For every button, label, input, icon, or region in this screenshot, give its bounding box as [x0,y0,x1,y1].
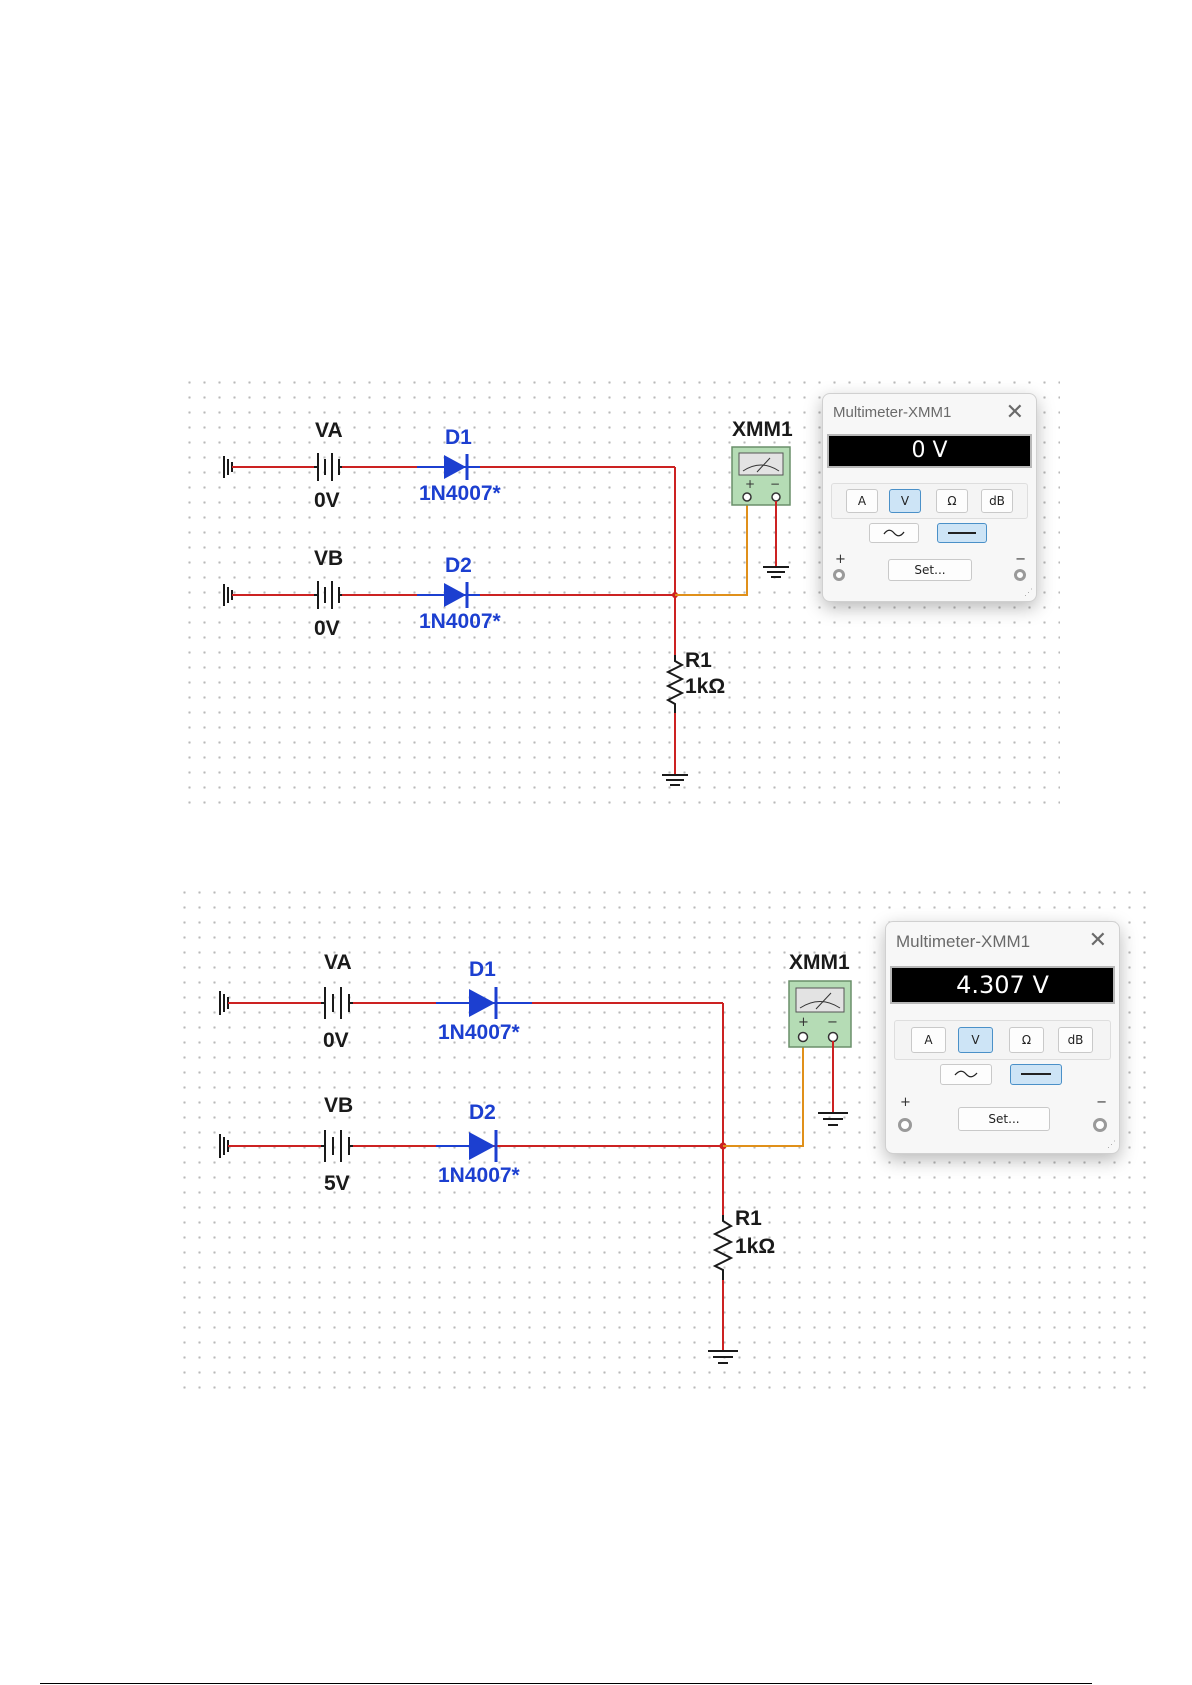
diode-d2[interactable] [417,582,480,608]
ground-bottom [708,1351,738,1363]
voltmeter-mode-button[interactable]: V [889,489,921,513]
resistor-r1[interactable] [668,655,682,713]
ac-coupling-button[interactable] [940,1064,992,1085]
d2-model-label: 1N4007* [419,610,502,633]
ohmmeter-mode-button[interactable]: Ω [1009,1027,1044,1053]
diode-d2[interactable] [436,1130,532,1162]
vb-value-label: 0V [314,617,340,640]
r1-value-label: 1kΩ [685,675,725,698]
vb-name-label: VB [324,1094,353,1117]
dc-line-icon [1011,1065,1061,1084]
mode-button-group: A V Ω dB [894,1020,1111,1060]
voltmeter-mode-button[interactable]: V [958,1027,993,1053]
schematic-panel-2[interactable]: + − VA 0V D1 1N4007* VB 5V D2 1N4007* R1… [177,885,1147,1390]
ground-left-a [220,991,228,1015]
xmm1-label: XMM1 [789,951,850,974]
resize-grip-icon[interactable]: ⋰ [1107,1139,1116,1150]
wire-probe-plus [675,505,747,595]
ground-left-a [224,456,232,478]
multimeter-window-xmm1[interactable]: Multimeter-XMM1 ✕ 0 V A V Ω dB + − Set..… [822,393,1037,602]
svg-text:−: − [827,1015,838,1030]
r1-name-label: R1 [685,649,712,672]
d1-name-label: D1 [469,958,496,981]
ground-left-b [220,1134,228,1158]
r1-name-label: R1 [735,1207,762,1230]
multimeter-window-xmm1[interactable]: Multimeter-XMM1 ✕ 4.307 V A V Ω dB + − S… [885,921,1120,1154]
plus-terminal[interactable] [833,569,845,581]
multimeter-reading: 0 V [827,434,1032,468]
set-button[interactable]: Set... [958,1107,1050,1131]
close-icon[interactable]: ✕ [1089,928,1107,953]
svg-text:+: + [745,477,755,491]
ground-meter [763,567,789,577]
ground-left-b [224,584,232,606]
minus-terminal[interactable] [1093,1118,1107,1132]
va-value-label: 0V [323,1029,349,1052]
resistor-r1[interactable] [715,1215,731,1280]
sine-wave-icon [870,524,918,542]
ground-meter [818,1113,848,1125]
va-name-label: VA [315,419,343,442]
ground-bottom [662,775,688,785]
battery-va[interactable] [321,987,353,1019]
svg-text:+: + [798,1015,809,1030]
set-button[interactable]: Set... [888,559,972,581]
wire-probe-plus [723,1045,803,1146]
minus-terminal[interactable] [1014,569,1026,581]
d2-model-label: 1N4007* [438,1164,521,1187]
db-mode-button[interactable]: dB [981,489,1013,513]
battery-vb[interactable] [321,1130,353,1162]
multimeter-title: Multimeter-XMM1 [833,404,951,421]
close-icon[interactable]: ✕ [1006,400,1024,425]
vb-value-label: 5V [324,1172,350,1195]
minus-terminal-label: − [1015,552,1026,567]
multimeter-symbol-xmm1[interactable]: + − [789,981,851,1047]
sine-wave-icon [941,1065,991,1084]
diode-d1[interactable] [436,987,532,1019]
multimeter-symbol-xmm1[interactable]: + − [732,447,790,505]
dc-line-icon [938,524,986,542]
vb-name-label: VB [314,547,343,570]
ac-coupling-button[interactable] [869,523,919,543]
svg-text:−: − [770,477,780,491]
diode-d1[interactable] [417,454,480,480]
mode-button-group: A V Ω dB [831,483,1028,519]
minus-terminal-label: − [1096,1095,1107,1110]
dc-coupling-button[interactable] [1010,1064,1062,1085]
d1-model-label: 1N4007* [419,482,502,505]
va-value-label: 0V [314,489,340,512]
dc-coupling-button[interactable] [937,523,987,543]
ammeter-mode-button[interactable]: A [846,489,878,513]
plus-terminal-label: + [900,1095,911,1110]
page-footer-rule [40,1683,1092,1684]
ammeter-mode-button[interactable]: A [911,1027,946,1053]
va-name-label: VA [324,951,352,974]
resize-grip-icon[interactable]: ⋰ [1024,587,1033,598]
multimeter-reading: 4.307 V [890,966,1115,1004]
battery-va[interactable] [314,453,342,481]
d2-name-label: D2 [445,554,472,577]
r1-value-label: 1kΩ [735,1235,775,1258]
plus-terminal-label: + [835,552,846,567]
d1-name-label: D1 [445,426,472,449]
d2-name-label: D2 [469,1101,496,1124]
plus-terminal[interactable] [898,1118,912,1132]
multimeter-title: Multimeter-XMM1 [896,932,1030,952]
xmm1-label: XMM1 [732,418,793,441]
d1-model-label: 1N4007* [438,1021,521,1044]
db-mode-button[interactable]: dB [1058,1027,1093,1053]
ohmmeter-mode-button[interactable]: Ω [936,489,968,513]
battery-vb[interactable] [314,581,342,609]
schematic-panel-1[interactable]: + − VA 0V D1 1N4007* VB 0V D2 1N4007* R1… [182,375,1060,815]
